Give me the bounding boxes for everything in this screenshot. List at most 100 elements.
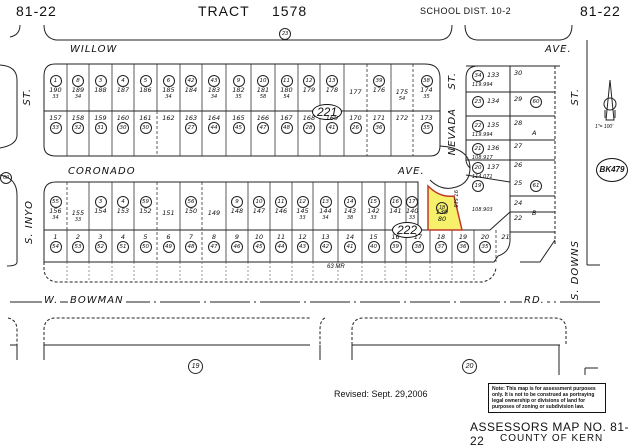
parcel-number-circle[interactable]: 44 (275, 241, 287, 253)
parcel-number-circle[interactable]: 17 (406, 196, 418, 208)
parcel-number-circle[interactable]: 30 (139, 122, 152, 134)
parcel-number-circle[interactable]: 45 (253, 241, 265, 253)
parcel-number-circle[interactable]: 51 (117, 241, 129, 253)
parcel-number-circle[interactable]: 46 (231, 241, 243, 253)
parcel-number-circle[interactable]: 47 (208, 241, 220, 253)
parcel-circle-edge[interactable]: 60 (0, 172, 12, 184)
parcel-number-circle[interactable]: 13 (326, 75, 338, 87)
parcel-number-circle[interactable]: 35 (479, 241, 491, 253)
parcel-number-circle[interactable]: 12 (303, 75, 315, 87)
parcel-lot[interactable]: 151 (157, 196, 180, 224)
parcel-number-circle[interactable]: 27 (185, 122, 197, 134)
parcel-number-circle[interactable]: 44 (208, 122, 220, 134)
parcel-number-circle[interactable]: 4 (117, 75, 129, 87)
parcel-number-circle[interactable]: 41 (326, 122, 338, 134)
parcel-number-circle[interactable]: 1 (49, 75, 62, 87)
parcel-number-circle[interactable]: 49 (162, 241, 175, 253)
parcel-number-circle[interactable]: 12 (296, 196, 309, 208)
parcel-number-circle[interactable]: 35 (420, 122, 433, 134)
parcel-number-circle[interactable]: 30 (117, 122, 129, 134)
parcel-number-circle[interactable]: 60 (530, 96, 542, 108)
parcel-number-circle[interactable]: 3 (94, 196, 107, 208)
parcel-number-circle[interactable]: 11 (280, 75, 293, 87)
parcel-number-circle[interactable]: 15 (367, 196, 380, 208)
parcel-number-circle[interactable]: 53 (72, 241, 84, 253)
parcel-number-circle[interactable]: 31 (94, 122, 107, 134)
parcel-circle-20[interactable]: 20 (462, 359, 477, 374)
parcel-number-circle[interactable]: 6 (162, 75, 175, 87)
parcel-lot[interactable]: 21 (496, 234, 515, 255)
parcel-lot[interactable]: 177 (344, 75, 367, 103)
parcel-number-circle[interactable]: 21 (472, 143, 484, 155)
parcel-number-circle[interactable]: 42 (319, 241, 332, 253)
parcel-number-circle[interactable]: 39 (389, 241, 402, 253)
parcel-number-circle[interactable]: 28 (303, 122, 315, 134)
parcel-number-circle[interactable]: 9 (231, 196, 243, 208)
parcel-number-circle[interactable]: 23 (472, 96, 484, 108)
parcel-number-circle[interactable]: 48 (185, 241, 197, 253)
parcel-number-circle[interactable]: 45 (232, 122, 245, 134)
parcel-number-circle[interactable]: 13 (319, 196, 332, 208)
parcel-number-circle[interactable]: 40 (367, 241, 380, 253)
parcel-number-circle[interactable]: 10 (253, 196, 265, 208)
parcel-number-circle[interactable]: 11 (275, 196, 287, 208)
parcel-number-circle[interactable]: 32 (72, 122, 84, 134)
parcel-number-circle[interactable]: 36 (373, 122, 385, 134)
parcel-number-circle[interactable]: 36 (457, 241, 469, 253)
parcel-number-circle[interactable]: 37 (435, 241, 447, 253)
parcel-number-circle[interactable]: 54 (49, 241, 62, 253)
parcel-circle-23[interactable]: 23 (279, 28, 291, 40)
parcel-number-circle[interactable]: 34 (472, 70, 484, 82)
parcel-number-circle[interactable]: 33 (49, 122, 62, 134)
